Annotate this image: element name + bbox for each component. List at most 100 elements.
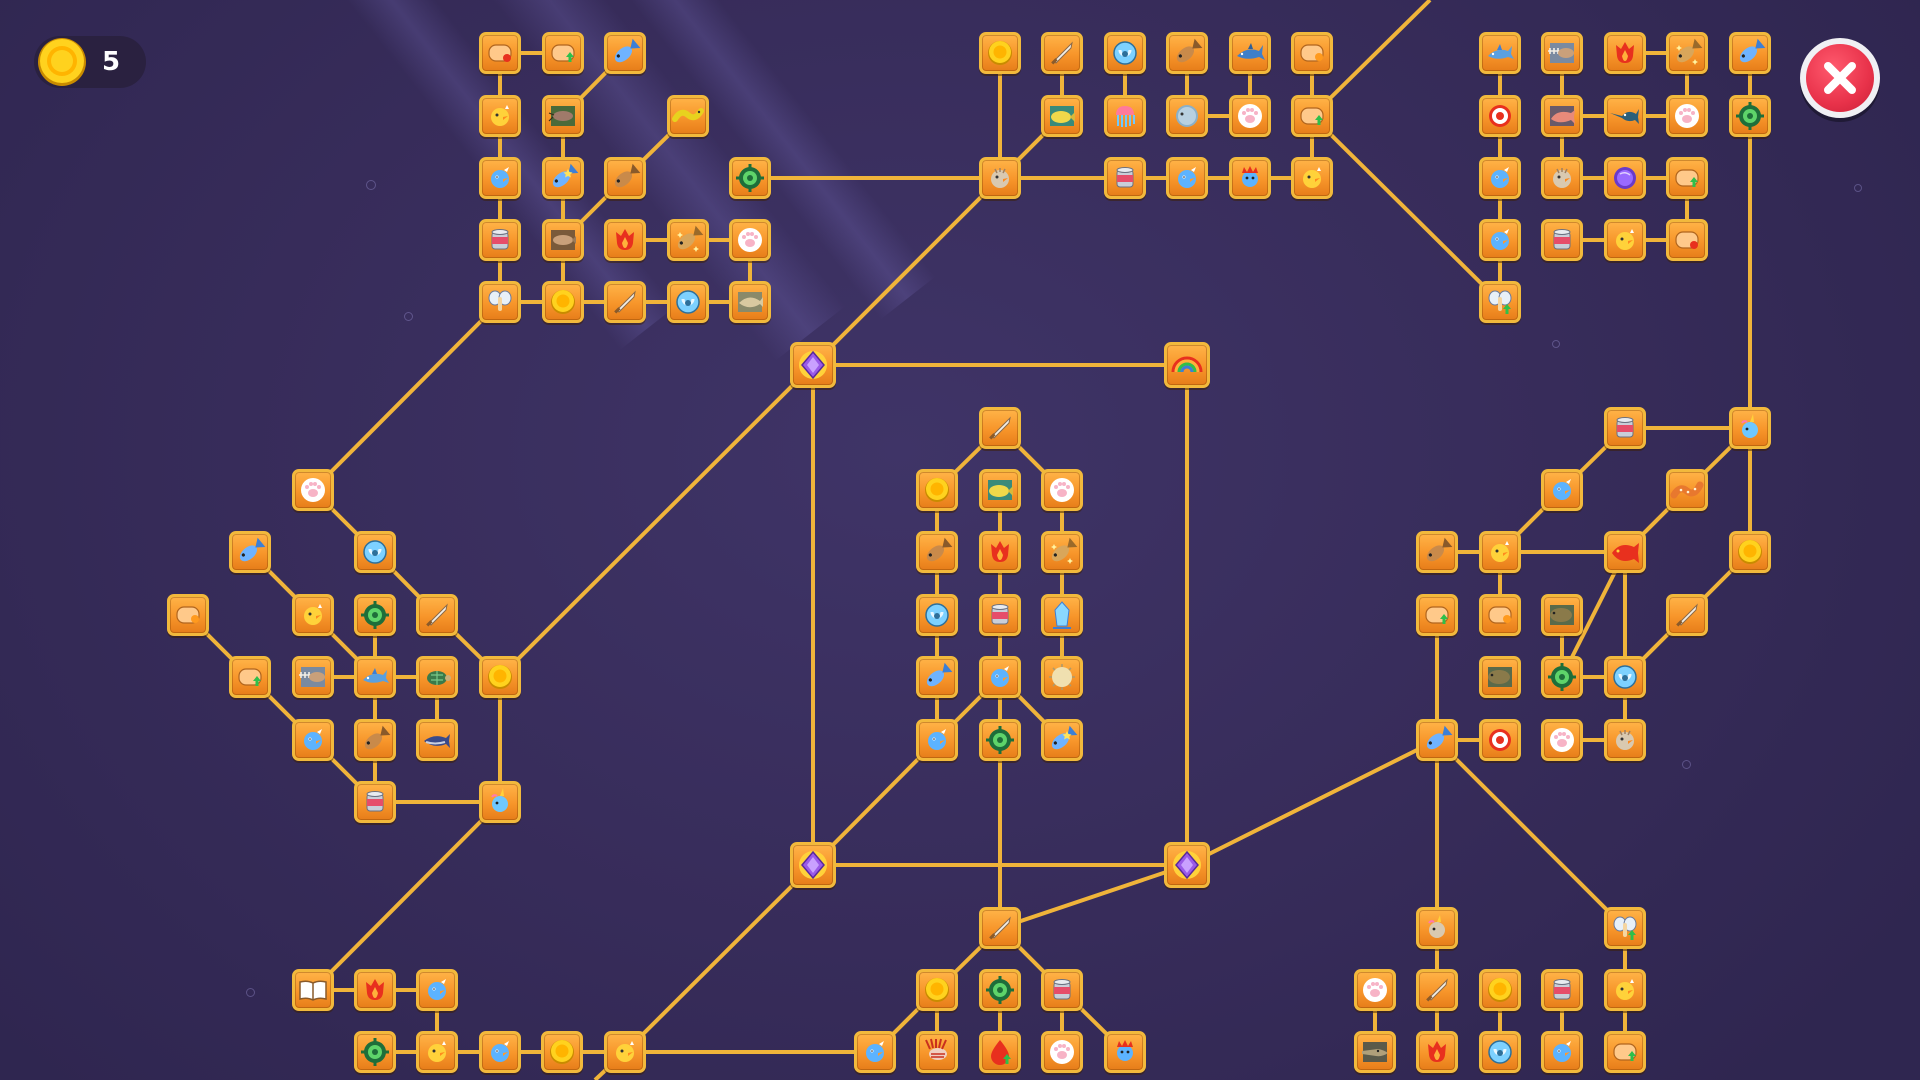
skill-node[interactable] [1604, 1031, 1646, 1073]
skill-node[interactable] [916, 469, 958, 511]
skill-node[interactable] [979, 656, 1021, 698]
skill-node[interactable] [541, 1031, 583, 1073]
skill-node[interactable] [1604, 969, 1646, 1011]
skill-node[interactable] [979, 1031, 1021, 1073]
skill-node[interactable] [292, 656, 334, 698]
skill-node[interactable] [790, 842, 836, 888]
skill-node[interactable] [604, 281, 646, 323]
skill-node[interactable] [542, 32, 584, 74]
skill-node[interactable] [1479, 157, 1521, 199]
skill-node[interactable] [292, 969, 334, 1011]
skill-node[interactable] [1541, 32, 1583, 74]
skill-node[interactable] [479, 656, 521, 698]
skill-node[interactable] [1479, 969, 1521, 1011]
skill-node[interactable] [479, 219, 521, 261]
skill-node[interactable] [1479, 32, 1521, 74]
skill-node[interactable] [1041, 531, 1083, 573]
skill-node[interactable] [729, 281, 771, 323]
skill-node[interactable] [916, 719, 958, 761]
skill-node[interactable] [1104, 32, 1146, 74]
skill-node[interactable] [479, 32, 521, 74]
skill-node[interactable] [1541, 95, 1583, 137]
skill-node[interactable] [1479, 719, 1521, 761]
skill-node[interactable] [1479, 594, 1521, 636]
skill-node[interactable] [1291, 157, 1333, 199]
skill-node[interactable] [1416, 907, 1458, 949]
skill-node[interactable] [1479, 531, 1521, 573]
skill-node[interactable] [229, 531, 271, 573]
skill-node[interactable] [292, 469, 334, 511]
skill-node[interactable] [979, 969, 1021, 1011]
skill-node[interactable] [354, 719, 396, 761]
skill-node[interactable] [1604, 719, 1646, 761]
skill-node[interactable] [416, 1031, 458, 1073]
skill-node[interactable] [542, 157, 584, 199]
skill-node[interactable] [1541, 656, 1583, 698]
skill-node[interactable] [416, 656, 458, 698]
skill-node[interactable] [1229, 157, 1271, 199]
skill-node[interactable] [1041, 32, 1083, 74]
skill-node[interactable] [292, 594, 334, 636]
skill-node[interactable] [416, 594, 458, 636]
skill-node[interactable] [1729, 32, 1771, 74]
skill-node[interactable] [979, 719, 1021, 761]
skill-node[interactable] [604, 32, 646, 74]
skill-node[interactable] [1104, 95, 1146, 137]
skill-node[interactable] [1166, 157, 1208, 199]
skill-node[interactable] [1604, 95, 1646, 137]
skill-node[interactable] [979, 32, 1021, 74]
skill-node[interactable] [604, 1031, 646, 1073]
skill-node[interactable] [1604, 32, 1646, 74]
skill-node[interactable] [1416, 719, 1458, 761]
skill-node[interactable] [1666, 32, 1708, 74]
skill-node[interactable] [1416, 594, 1458, 636]
skill-node[interactable] [854, 1031, 896, 1073]
skill-node[interactable] [1416, 1031, 1458, 1073]
skill-node[interactable] [354, 969, 396, 1011]
skill-node[interactable] [1229, 32, 1271, 74]
skill-node[interactable] [1479, 281, 1521, 323]
skill-node[interactable] [1604, 531, 1646, 573]
skill-node[interactable] [1166, 32, 1208, 74]
skill-node[interactable] [542, 281, 584, 323]
skill-node[interactable] [979, 157, 1021, 199]
skill-node[interactable] [479, 95, 521, 137]
close-button[interactable] [1800, 38, 1880, 118]
skill-node[interactable] [979, 469, 1021, 511]
skill-node[interactable] [1541, 157, 1583, 199]
skill-node[interactable] [479, 781, 521, 823]
skill-node[interactable] [1666, 95, 1708, 137]
skill-node[interactable] [1166, 95, 1208, 137]
skill-node[interactable] [354, 1031, 396, 1073]
skill-node[interactable] [1666, 469, 1708, 511]
skill-node[interactable] [667, 219, 709, 261]
skill-node[interactable] [1666, 157, 1708, 199]
skill-node[interactable] [1541, 469, 1583, 511]
skill-node[interactable] [1479, 95, 1521, 137]
skill-node[interactable] [1541, 719, 1583, 761]
skill-node[interactable] [479, 281, 521, 323]
skill-node[interactable] [1666, 594, 1708, 636]
skill-node[interactable] [979, 594, 1021, 636]
skill-node[interactable] [1604, 907, 1646, 949]
skill-node[interactable] [604, 219, 646, 261]
skill-node[interactable] [1041, 95, 1083, 137]
skill-node[interactable] [479, 1031, 521, 1073]
skill-node[interactable] [979, 531, 1021, 573]
skill-node[interactable] [1666, 219, 1708, 261]
skill-node[interactable] [1604, 157, 1646, 199]
skill-node[interactable] [1164, 842, 1210, 888]
skill-node[interactable] [1479, 219, 1521, 261]
skill-node[interactable] [1354, 969, 1396, 1011]
skill-node[interactable] [916, 1031, 958, 1073]
skill-node[interactable] [979, 407, 1021, 449]
skill-node[interactable] [1604, 656, 1646, 698]
skill-node[interactable] [1479, 1031, 1521, 1073]
skill-node[interactable] [729, 157, 771, 199]
skill-node[interactable] [1164, 342, 1210, 388]
skill-node[interactable] [1041, 1031, 1083, 1073]
skill-node[interactable] [1604, 407, 1646, 449]
skill-node[interactable] [416, 969, 458, 1011]
skill-node[interactable] [667, 281, 709, 323]
skill-node[interactable] [292, 719, 334, 761]
